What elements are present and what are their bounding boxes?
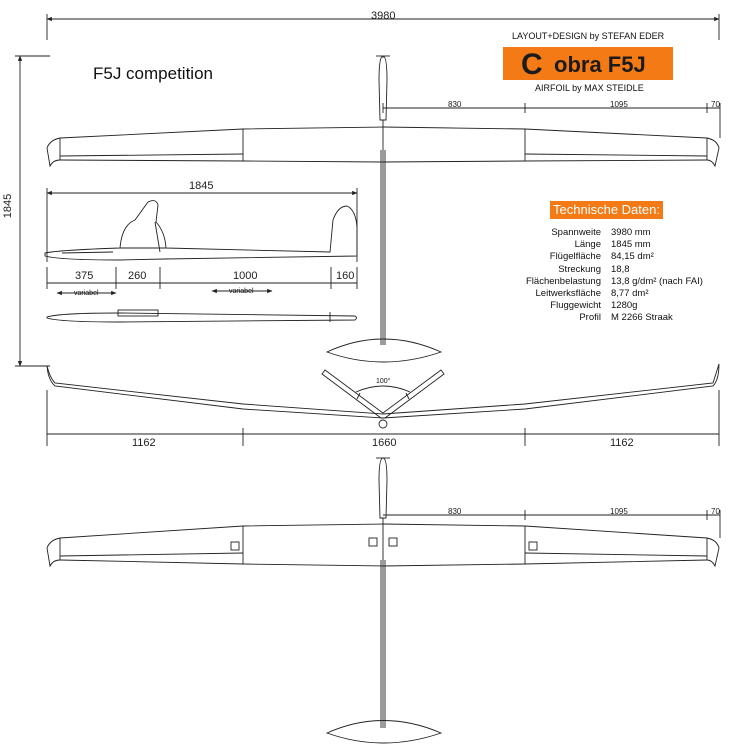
spec-label: Profil <box>579 312 601 324</box>
spec-value: 1845 mm <box>611 239 651 251</box>
credit-airfoil: AIRFOIL by MAX STEIDLE <box>535 83 644 93</box>
dim-fuse-seg-2: 260 <box>128 270 147 282</box>
variable-label-left: variabel <box>74 290 99 297</box>
dim-fuse-seg-4: 160 <box>336 270 355 282</box>
spec-row: Fluggewicht 1280g <box>470 300 703 312</box>
dim-panel-inner-bottom: 830 <box>448 507 462 516</box>
bottom-view-plan <box>46 457 721 744</box>
dim-tip-bottom: 70 <box>711 507 720 516</box>
spec-row: Länge 1845 mm <box>470 239 703 251</box>
fuselage-side-view <box>44 188 358 323</box>
spec-row: Flächenbelastung 13,8 g/dm² (nach FAI) <box>470 276 703 288</box>
spec-value: 84,15 dm² <box>611 251 654 263</box>
spec-label: Flächenbelastung <box>526 275 601 287</box>
logo-text: obra F5J <box>554 52 646 77</box>
dim-tail-angle: 100° <box>376 378 391 385</box>
spec-value: M 2266 Straak <box>611 312 673 324</box>
spec-row: Spannweite 3980 mm <box>470 227 703 239</box>
dim-panel-outer-top: 1095 <box>610 100 628 109</box>
spec-label: Streckung <box>558 263 601 275</box>
dim-panel-inner-top: 830 <box>448 100 462 109</box>
length-dimension-line <box>15 55 50 367</box>
dim-fuse-seg-1: 375 <box>75 270 94 282</box>
spec-value: 18,8 <box>611 263 630 275</box>
spec-row: Profil M 2266 Straak <box>470 312 703 324</box>
spec-row: Streckung 18,8 <box>470 264 703 276</box>
dim-tip-top: 70 <box>711 100 720 109</box>
cobra-f5j-logo <box>503 47 673 80</box>
spec-row: Flügelfläche 84,15 dm² <box>470 251 703 263</box>
length-total-label: 1845 <box>2 193 15 219</box>
dim-panel-outer-bottom: 1095 <box>610 507 628 516</box>
variable-label-right: variabel <box>229 288 254 295</box>
spec-value: 13,8 g/dm² (nach FAI) <box>611 275 703 287</box>
front-view-dihedral <box>46 363 720 446</box>
spec-label: Länge <box>574 239 601 251</box>
credit-layout-design: LAYOUT+DESIGN by STEFAN EDER <box>512 31 665 41</box>
span-total-label: 3980 <box>371 10 396 22</box>
span-dimension-line <box>46 14 720 40</box>
spec-row: Leitwerksfläche 8,77 dm² <box>470 288 703 300</box>
logo-initial: C <box>521 48 543 81</box>
dim-fuse-seg-3: 1000 <box>233 270 258 282</box>
page-title: F5J competition <box>93 64 213 83</box>
top-view-plan <box>46 55 721 363</box>
spec-label: Leitwerksfläche <box>535 288 601 300</box>
spec-value: 8,77 dm² <box>611 288 649 300</box>
spec-label: Flügelfläche <box>549 251 601 263</box>
dim-dihedral-right: 1162 <box>610 437 634 449</box>
dim-dihedral-left: 1162 <box>132 437 156 449</box>
specs-table: Spannweite 3980 mm Länge 1845 mm Flügelflä… <box>470 227 703 325</box>
spec-value: 3980 mm <box>611 227 651 238</box>
spec-label: Fluggewicht <box>550 300 601 312</box>
specs-heading: Technische Daten: <box>550 201 663 219</box>
spec-value: 1280g <box>611 300 638 312</box>
dim-fuselage-length: 1845 <box>189 180 214 192</box>
dim-dihedral-center: 1660 <box>372 437 397 449</box>
spec-label: Spannweite <box>551 227 601 238</box>
